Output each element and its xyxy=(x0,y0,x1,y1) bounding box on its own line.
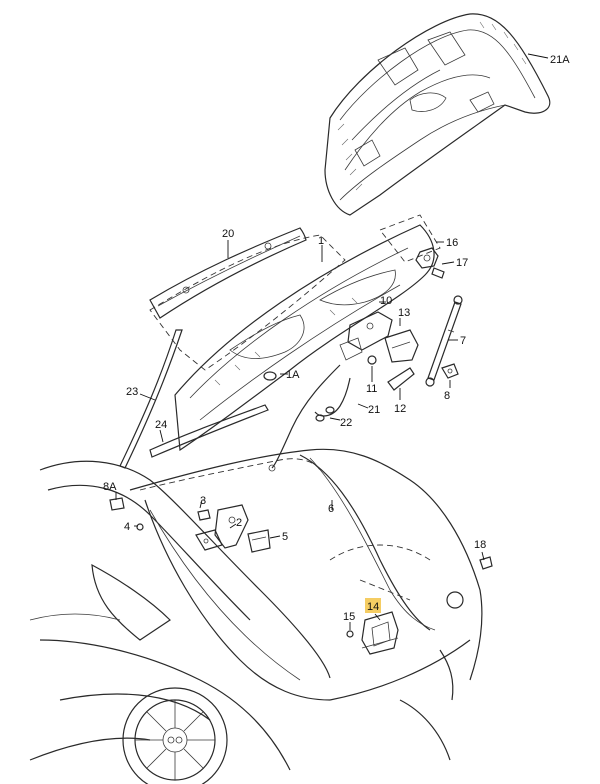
callout-1A: 1A xyxy=(286,369,300,381)
trunk-floor-outline-2 xyxy=(329,544,431,561)
trunk-floor-outline xyxy=(139,458,321,491)
callout-15: 15 xyxy=(343,611,355,623)
part-16-bushing xyxy=(415,247,439,269)
part-18-plug xyxy=(479,556,493,570)
part-8-ball-stud xyxy=(441,363,459,379)
rear-glass-outline xyxy=(149,234,346,371)
callout-20: 20 xyxy=(222,228,234,240)
trunk-floor-outline-3 xyxy=(359,579,411,601)
part-22-grommet xyxy=(315,406,335,422)
callout-17: 17 xyxy=(456,257,468,269)
rear-glass-outline-2 xyxy=(379,214,441,263)
part-3-bolt xyxy=(197,509,211,521)
part-23-seal-strip xyxy=(119,329,183,469)
callout-12: 12 xyxy=(394,403,406,415)
callout-22: 22 xyxy=(340,417,352,429)
vehicle-body xyxy=(29,448,483,771)
callout-24: 24 xyxy=(155,419,167,431)
callout-7: 7 xyxy=(460,335,466,347)
part-2-hinge xyxy=(195,504,249,551)
part-14-lock-striker xyxy=(361,611,399,655)
callout-18: 18 xyxy=(474,539,486,551)
part-1-tailgate-frame xyxy=(174,224,435,452)
callout-16: 16 xyxy=(446,237,458,249)
part-21-cable xyxy=(268,364,351,472)
callout-10: 10 xyxy=(380,295,392,307)
callout-2: 2 xyxy=(236,517,242,529)
part-13-bracket xyxy=(384,329,419,363)
part-12-clip xyxy=(387,367,415,391)
callout-21: 21 xyxy=(368,404,380,416)
callout-1: 1 xyxy=(318,235,324,247)
part-1A-plug xyxy=(263,371,277,381)
callout-21A: 21A xyxy=(550,54,570,66)
leader-lines xyxy=(115,53,549,630)
part-15-bolt xyxy=(346,630,354,638)
callout-6: 6 xyxy=(328,503,334,515)
callout-8: 8 xyxy=(444,390,450,402)
part-11-nut xyxy=(367,355,377,365)
callout-11: 11 xyxy=(366,383,377,395)
part-17-screw xyxy=(431,267,445,279)
part-8A-stud xyxy=(109,497,125,511)
callout-4: 4 xyxy=(124,521,130,533)
part-10-lock-motor xyxy=(339,311,393,361)
callout-13: 13 xyxy=(398,307,410,319)
wheel xyxy=(122,687,228,784)
callout-14: 14 xyxy=(367,601,379,613)
callout-23: 23 xyxy=(126,386,138,398)
callout-5: 5 xyxy=(282,531,288,543)
part-21A-inner-panel xyxy=(324,13,551,216)
part-7-gas-strut xyxy=(425,295,463,387)
part-5-buffer xyxy=(247,529,271,553)
callout-8A: 8A xyxy=(103,481,117,493)
callout-3: 3 xyxy=(200,495,206,507)
part-24-side-trim xyxy=(149,404,269,458)
part-4-clip xyxy=(136,523,144,531)
callout-14-highlight xyxy=(365,598,381,613)
